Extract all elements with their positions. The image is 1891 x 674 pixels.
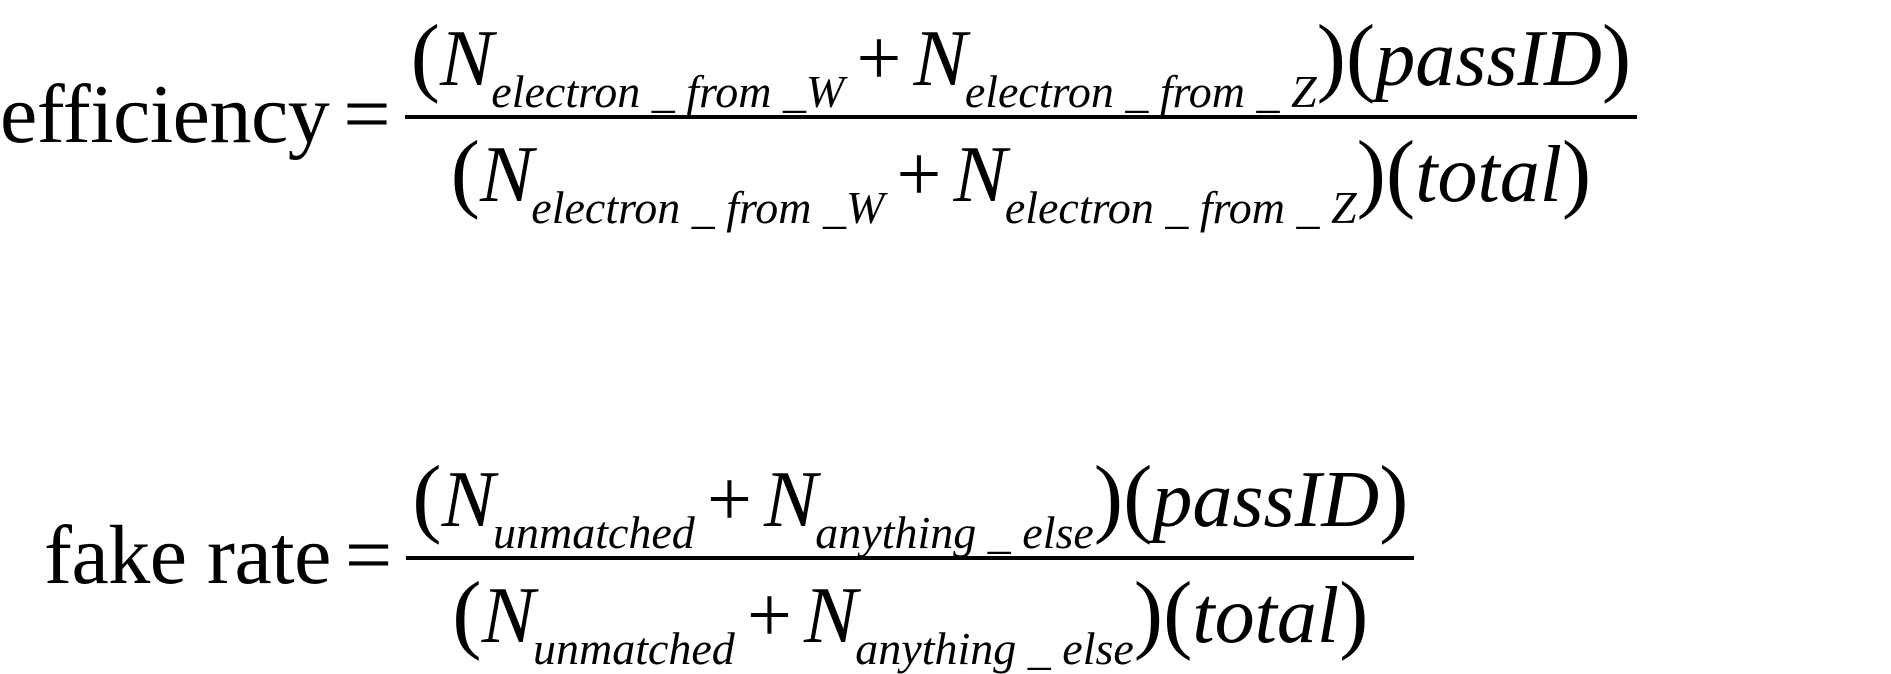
open-paren: ( — [452, 565, 482, 662]
efficiency-fraction: ( N electron _ from _W + N electron _ fr… — [404, 13, 1638, 231]
close-paren: ) — [1561, 124, 1592, 221]
count-variable: N — [441, 456, 495, 544]
subscript-unmatched: unmatched — [532, 623, 735, 674]
equals-sign: = — [343, 68, 391, 161]
subscript-anything-else: anything _ else — [815, 507, 1094, 558]
open-paren: ( — [1345, 8, 1376, 105]
open-paren: ( — [412, 449, 442, 546]
fake-rate-fraction: ( N unmatched + N anything _ else ) ( pa… — [406, 454, 1415, 672]
count-variable: N — [953, 131, 1007, 219]
pass-id-factor: passID — [1375, 15, 1602, 103]
subscript-electron-from-z: electron _ from _ Z — [964, 66, 1317, 117]
plus-sign: + — [746, 572, 792, 660]
subscript-electron-from-w: electron _ from _W — [531, 182, 885, 233]
total-factor: total — [1415, 131, 1562, 219]
subscript-electron-from-z: electron _ from _ Z — [1004, 182, 1357, 233]
fraction-bar — [406, 556, 1415, 560]
subscript-unmatched: unmatched — [492, 507, 695, 558]
fake-rate-label: fake rate — [44, 509, 331, 602]
efficiency-equation: efficiency = ( N electron _ from _W + N … — [0, 0, 1638, 231]
total-factor: total — [1192, 572, 1340, 660]
count-variable: N — [439, 15, 494, 103]
plus-sign: + — [896, 131, 942, 219]
efficiency-numerator: ( N electron _ from _W + N electron _ fr… — [405, 13, 1638, 115]
subscript-anything-else: anything _ else — [855, 623, 1134, 674]
open-paren: ( — [410, 8, 440, 105]
count-variable: N — [763, 456, 818, 544]
close-paren: ) — [1133, 565, 1164, 662]
equals-sign: = — [344, 509, 393, 602]
pass-id-factor: passID — [1152, 456, 1380, 544]
count-variable: N — [481, 572, 535, 660]
close-paren: ) — [1379, 449, 1409, 546]
efficiency-denominator: ( N electron _ from _W + N electron _ fr… — [445, 119, 1598, 231]
fake-rate-numerator: ( N unmatched + N anything _ else ) ( pa… — [406, 454, 1414, 556]
fraction-bar — [404, 115, 1638, 119]
close-paren: ) — [1339, 565, 1369, 662]
fake-rate-denominator: ( N unmatched + N anything _ else ) ( to… — [446, 560, 1374, 672]
efficiency-label: efficiency — [0, 68, 330, 161]
fake-rate-equation: fake rate = ( N unmatched + N anything _… — [44, 440, 1415, 672]
plus-sign: + — [856, 15, 902, 103]
open-paren: ( — [1385, 124, 1416, 221]
open-paren: ( — [1123, 449, 1153, 546]
open-paren: ( — [1163, 565, 1193, 662]
close-paren: ) — [1316, 8, 1346, 105]
open-paren: ( — [450, 124, 480, 221]
count-variable: N — [479, 131, 534, 219]
subscript-electron-from-w: electron _ from _W — [491, 66, 845, 117]
count-variable: N — [913, 15, 967, 103]
close-paren: ) — [1601, 8, 1632, 105]
close-paren: ) — [1356, 124, 1386, 221]
plus-sign: + — [706, 456, 752, 544]
close-paren: ) — [1093, 449, 1124, 546]
count-variable: N — [803, 572, 858, 660]
